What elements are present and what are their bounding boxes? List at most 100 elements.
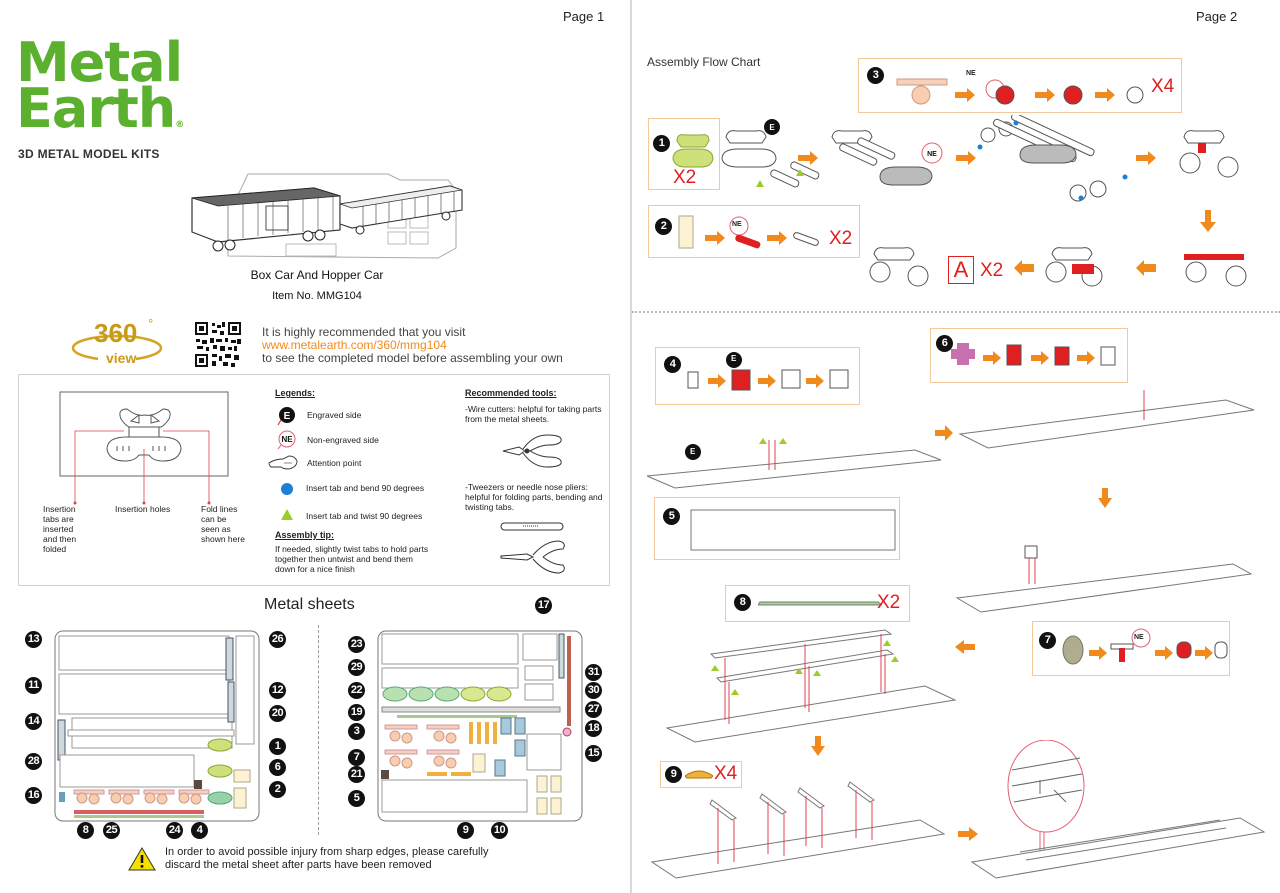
insertion-diagram xyxy=(59,391,229,521)
flow-arrow-right-2 xyxy=(958,827,978,841)
legend-label-non-engraved: Non-engraved side xyxy=(307,435,379,445)
part-number-29: 29 xyxy=(348,659,365,676)
logo-line-2: Earth® xyxy=(16,82,184,148)
step-9-quantity: X4 xyxy=(714,763,738,784)
tool-wire-cutters-text: -Wire cutters: helpful for taking parts … xyxy=(465,404,602,424)
logo-line-1: Metal xyxy=(16,31,183,94)
step-8-quantity: X2 xyxy=(877,592,901,613)
part-number-2: 2 xyxy=(269,781,286,798)
step-2-callout: 2 NE X2 xyxy=(648,205,860,258)
360-degree: ° xyxy=(148,316,154,331)
flow-arrow-down-1 xyxy=(1200,210,1216,232)
part-number-5: 5 xyxy=(348,790,365,807)
step-8-number: 8 xyxy=(734,594,751,611)
visit-text-line-1: It is highly recommended that you visit xyxy=(262,325,466,339)
step-7-number: 7 xyxy=(1039,632,1056,649)
warning-text-line-2: discard the metal sheet after parts have… xyxy=(165,859,432,871)
step-9-number: 9 xyxy=(665,766,682,783)
assembly-tip-text: If needed, slightly twist tabs to hold p… xyxy=(275,544,429,574)
part-number-4: 4 xyxy=(191,822,208,839)
part-number-20: 20 xyxy=(269,705,286,722)
step-8-callout: 8 X2 xyxy=(725,585,910,622)
part-number-6: 6 xyxy=(269,759,286,776)
part-number-30: 30 xyxy=(585,682,602,699)
part-number-28: 28 xyxy=(25,753,42,770)
part-number-26: 26 xyxy=(269,631,286,648)
step-5-part-icon xyxy=(690,509,896,551)
metal-earth-logo: Metal Earth® xyxy=(16,31,184,148)
360-view-badge[interactable]: 360 ° view xyxy=(68,316,166,368)
visit-text-line-3: to see the completed model before assemb… xyxy=(262,351,563,365)
qr-code-icon[interactable] xyxy=(194,321,242,368)
subassembly-a-label: A xyxy=(948,256,974,284)
truck-assembly-drawing-2 xyxy=(869,247,1247,287)
step-4-sequence xyxy=(687,352,849,391)
step-3-quantity: X4 xyxy=(1151,76,1175,97)
part-number-11: 11 xyxy=(25,677,42,694)
part-number-14: 14 xyxy=(25,713,42,730)
part-number-12: 12 xyxy=(269,682,286,699)
label-fold-lines: Fold lines can be seen as shown here xyxy=(201,504,245,544)
model-illustration xyxy=(188,166,468,266)
floor-plate-drawing-2 xyxy=(958,390,1255,449)
360-view-word: view xyxy=(106,350,137,366)
page-divider xyxy=(630,0,632,893)
part-number-22: 22 xyxy=(348,682,365,699)
legend-panel: Insertion tabs are inserted and then fol… xyxy=(18,374,610,586)
step-7-ne-badge: NE xyxy=(1134,634,1144,641)
e-badge-flow: E xyxy=(769,123,775,132)
step-6-sequence xyxy=(951,343,1116,366)
part-number-7: 7 xyxy=(348,749,365,766)
warning-triangle-icon xyxy=(128,847,156,871)
step-1-part-icon xyxy=(672,134,714,168)
tools-heading: Recommended tools: xyxy=(465,388,557,398)
pointing-hand-icon xyxy=(268,455,300,471)
wire-cutters-icon xyxy=(501,433,565,471)
metal-sheets-title: Metal sheets xyxy=(264,596,355,613)
step-1-callout: 1 X2 xyxy=(648,118,720,190)
step-9-callout: 9 X4 xyxy=(660,761,742,788)
step-2-sequence xyxy=(678,215,819,249)
legend-label-twist: Insert tab and twist 90 degrees xyxy=(306,511,423,521)
legend-label-attention: Attention point xyxy=(307,458,362,468)
tweezers-pliers-icon xyxy=(499,522,569,578)
part-number-17: 17 xyxy=(535,597,552,614)
step-2-ne-badge: NE xyxy=(732,221,742,228)
360-view-link[interactable]: www.metalearth.com/360/mmg104 xyxy=(262,338,447,352)
step-4-e-badge: E xyxy=(731,354,737,363)
logo-line-2-text: Earth xyxy=(16,77,176,140)
step-2-number: 2 xyxy=(655,218,672,235)
metal-sheet-2 xyxy=(377,630,583,822)
non-engraved-side-icon: NE xyxy=(277,430,297,450)
blue-dot-icon xyxy=(281,483,293,495)
floor-plate-drawing-6 xyxy=(970,740,1266,879)
label-insertion-holes: Insertion holes xyxy=(115,504,171,514)
item-number: Item No. MMG104 xyxy=(272,290,362,302)
step-3-ne-badge: NE xyxy=(966,70,976,77)
legend-label-engraved: Engraved side xyxy=(307,410,362,420)
floor-plate-drawing-4 xyxy=(665,629,957,743)
step-7-sequence xyxy=(1062,628,1228,665)
flow-arrow-down-2 xyxy=(1098,488,1112,508)
step-2-quantity: X2 xyxy=(829,228,853,249)
step-3-sequence xyxy=(896,78,1144,105)
plate-e-badge: E xyxy=(690,447,696,456)
floor-plate-drawing-1 xyxy=(646,438,942,489)
metal-sheet-1 xyxy=(54,630,260,822)
ne-badge-text: NE xyxy=(281,435,293,444)
step-7-callout: 7 NE xyxy=(1032,621,1230,676)
step-6-callout: 6 xyxy=(930,328,1128,383)
label-insertion-tabs: Insertion tabs are inserted and then fol… xyxy=(43,504,77,554)
part-number-25: 25 xyxy=(103,822,120,839)
part-number-19: 19 xyxy=(348,704,365,721)
360-number: 360 xyxy=(94,318,138,348)
step-9-part-icon xyxy=(685,770,713,779)
legends-heading: Legends: xyxy=(275,388,316,398)
engraved-side-icon: E xyxy=(277,406,297,426)
part-number-13: 13 xyxy=(25,631,42,648)
part-number-10: 10 xyxy=(491,822,508,839)
step-4-callout: 4 E xyxy=(655,347,860,405)
warning-text-line-1: In order to avoid possible injury from s… xyxy=(165,846,489,858)
part-number-9: 9 xyxy=(457,822,474,839)
part-number-15: 15 xyxy=(585,745,602,762)
